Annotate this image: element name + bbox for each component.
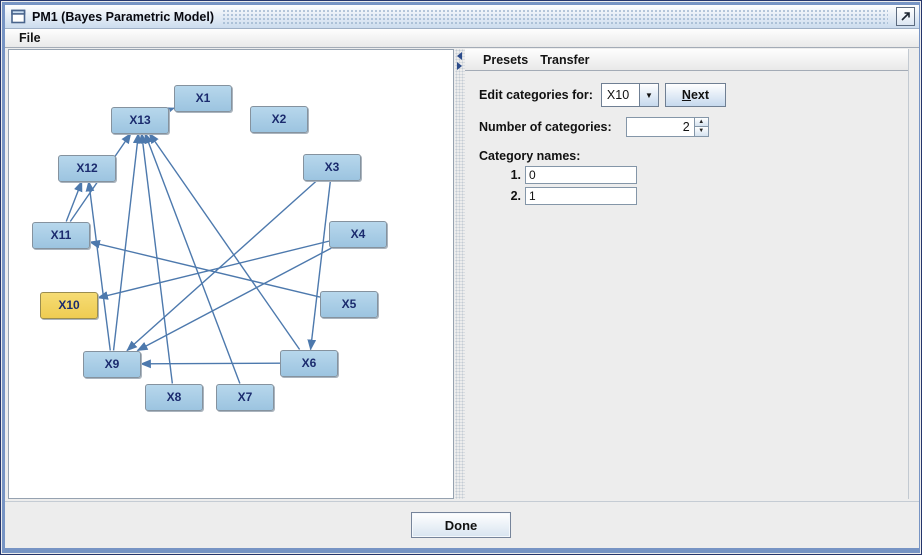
menu-transfer[interactable]: Transfer [540, 52, 590, 67]
parameter-menubar: Presets Transfer [465, 49, 908, 71]
graph-node-X7[interactable]: X7 [216, 383, 274, 411]
parameter-panel: Presets Transfer Edit categories for: X1… [465, 49, 909, 499]
graph-edge-X9-X12 [85, 180, 111, 351]
graph-edge-X3-X6 [307, 180, 332, 351]
graph-node-X13[interactable]: X13 [111, 106, 169, 134]
splitter-collapse-right-icon[interactable] [457, 62, 462, 70]
maximize-button[interactable] [896, 7, 915, 26]
category-index-2: 2. [510, 189, 521, 203]
graph-node-X5[interactable]: X5 [320, 290, 378, 318]
combobox-arrow-icon[interactable]: ▼ [638, 83, 659, 107]
graph-node-X10[interactable]: X10 [40, 291, 98, 319]
category-names-header: Category names: [479, 149, 908, 163]
graph-edge-X3-X9 [126, 179, 318, 352]
graph-edge-X5-X11 [88, 239, 321, 298]
main-menubar: File [5, 29, 919, 48]
category-row-2: 2. [505, 187, 908, 205]
spinner-buttons: ▲ ▼ [693, 117, 709, 137]
graph-edge-X6-X13 [148, 132, 301, 350]
window-icon [11, 9, 26, 24]
graph-edge-X11-X12 [65, 180, 83, 222]
done-button[interactable]: Done [411, 512, 511, 538]
graph-edge-X13-X1 [163, 107, 176, 116]
num-categories-label: Number of categories: [479, 120, 612, 134]
graph-node-X1[interactable]: X1 [174, 84, 232, 112]
graph-node-X2[interactable]: X2 [250, 105, 308, 133]
edit-categories-row: Edit categories for: X10 ▼ Next [479, 83, 908, 107]
next-button[interactable]: Next [664, 83, 727, 107]
footer-divider [5, 501, 919, 502]
parameter-form: Edit categories for: X10 ▼ Next Number o… [465, 71, 908, 205]
footer-bar: Done [5, 502, 919, 548]
maximize-icon [901, 12, 910, 21]
graph-edge-X4-X10 [96, 240, 330, 300]
graph-edge-X4-X9 [136, 246, 333, 352]
category-names-label: Category names: [479, 149, 581, 163]
num-categories-spinner: ▲ ▼ [625, 117, 709, 137]
node-combobox: X10 ▼ [600, 83, 659, 107]
spinner-down-icon[interactable]: ▼ [693, 127, 709, 137]
category-name-input-2[interactable] [525, 187, 637, 205]
category-name-input-1[interactable] [525, 166, 637, 184]
splitter-collapse-left-icon[interactable] [457, 52, 462, 60]
graph-edge-X6-X9 [139, 359, 281, 369]
graph-node-X12[interactable]: X12 [58, 154, 116, 182]
num-categories-row: Number of categories: ▲ ▼ [479, 117, 908, 137]
vertical-splitter[interactable] [455, 49, 465, 499]
spinner-up-icon[interactable]: ▲ [693, 117, 709, 127]
graph-node-X11[interactable]: X11 [32, 221, 90, 249]
edit-categories-label: Edit categories for: [479, 88, 593, 102]
graph-node-X4[interactable]: X4 [329, 220, 387, 248]
graph-node-X8[interactable]: X8 [145, 383, 203, 411]
titlebar-texture [222, 8, 888, 25]
node-combobox-value[interactable]: X10 [600, 83, 639, 107]
graph-edge-X7-X13 [144, 132, 241, 384]
graph-edge-X9-X13 [112, 132, 142, 351]
title-bar: PM1 (Bayes Parametric Model) [5, 5, 919, 29]
menu-presets[interactable]: Presets [483, 52, 529, 67]
menu-file[interactable]: File [19, 31, 41, 45]
category-index-1: 1. [510, 168, 521, 182]
graph-node-X3[interactable]: X3 [303, 153, 361, 181]
num-categories-input[interactable] [625, 117, 694, 137]
window-title: PM1 (Bayes Parametric Model) [32, 9, 215, 24]
category-row-1: 1. [505, 166, 908, 184]
graph-node-X6[interactable]: X6 [280, 349, 338, 377]
graph-node-X9[interactable]: X9 [83, 350, 141, 378]
